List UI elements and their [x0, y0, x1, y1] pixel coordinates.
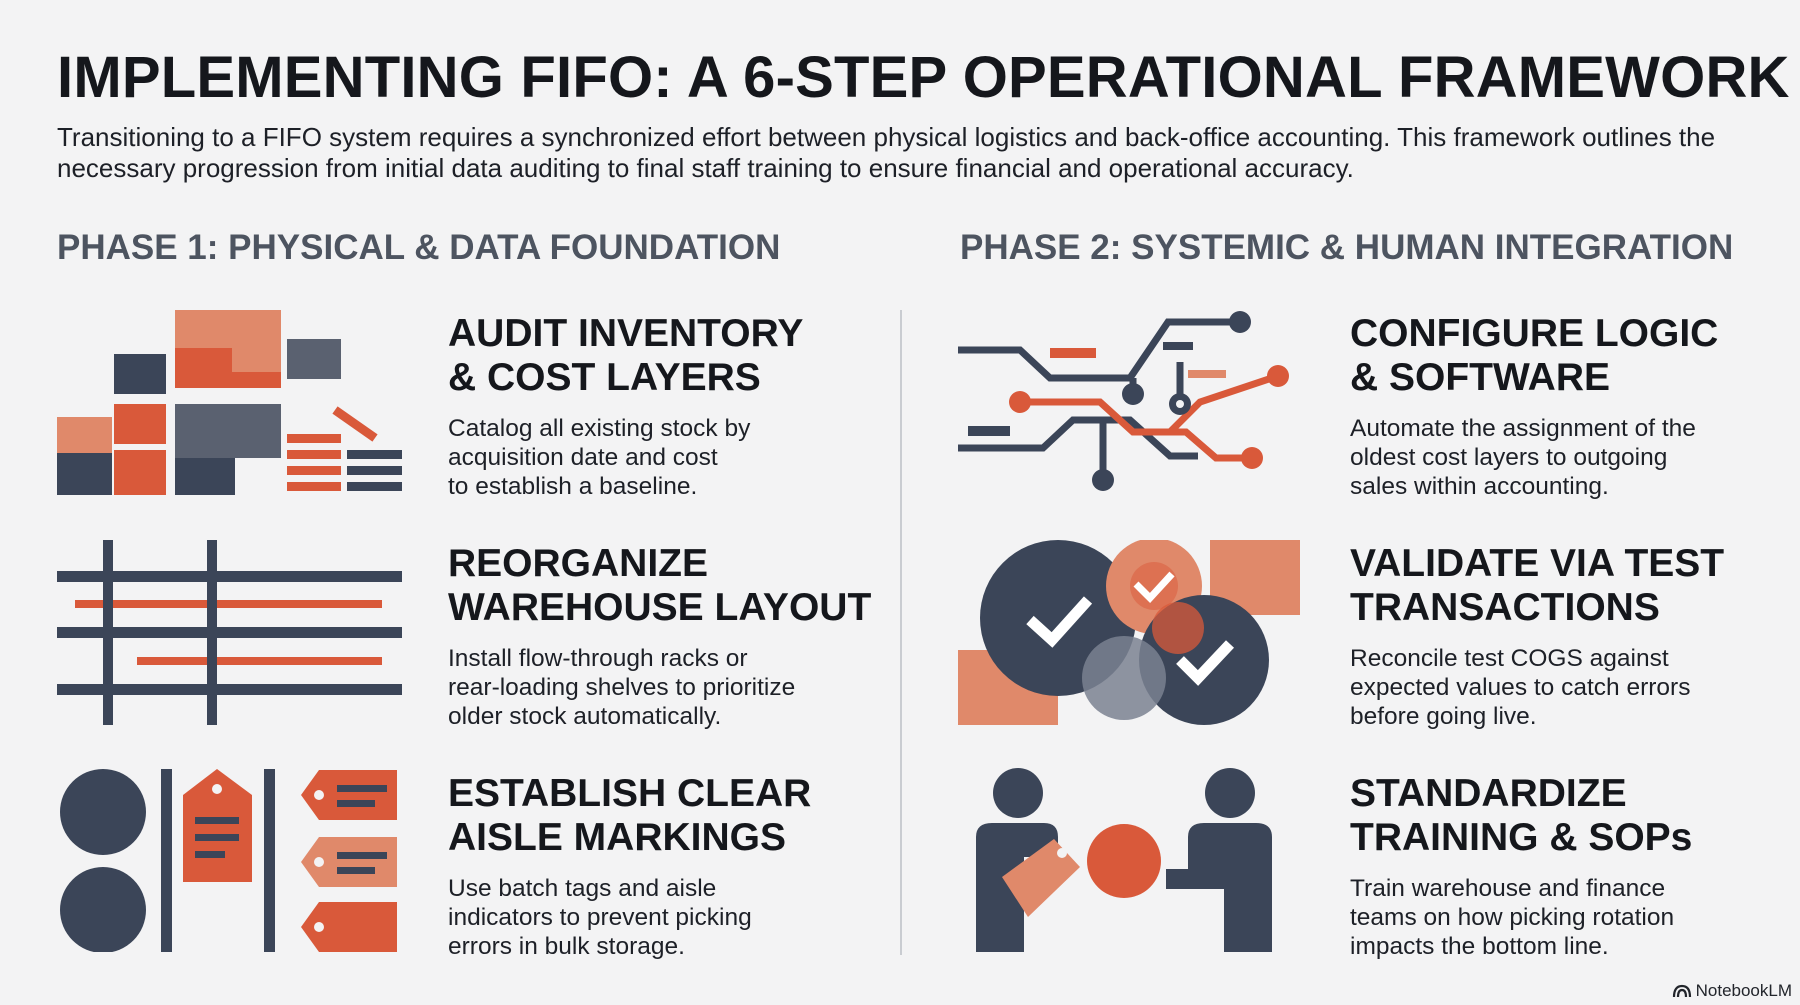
step-title: VALIDATE VIA TEST TRANSACTIONS: [1350, 542, 1725, 629]
step-title: AUDIT INVENTORY & COST LAYERS: [448, 312, 804, 399]
step-title: ESTABLISH CLEAR AISLE MARKINGS: [448, 772, 812, 859]
circuit-logic-icon: [958, 311, 1289, 491]
page-subtitle: Transitioning to a FIFO system requires …: [57, 122, 1716, 183]
step-standardize-training: STANDARDIZE TRAINING & SOPs Train wareho…: [1350, 772, 1770, 961]
step-title: REORGANIZE WAREHOUSE LAYOUT: [448, 542, 872, 629]
people-handoff-icon: [976, 768, 1272, 952]
brand-watermark: NotebookLM: [1672, 981, 1792, 1001]
step-title: STANDARDIZE TRAINING & SOPs: [1350, 772, 1693, 859]
step-description: Use batch tags and aisle indicators to p…: [448, 875, 752, 960]
phase-1-heading: PHASE 1: PHYSICAL & DATA FOUNDATION: [57, 228, 781, 267]
step-description: Reconcile test COGS against expected val…: [1350, 645, 1691, 730]
aisle-tags-icon: [60, 769, 397, 952]
step-description: Install flow-through racks or rear-loadi…: [448, 645, 796, 730]
page-title: IMPLEMENTING FIFO: A 6-STEP OPERATIONAL …: [57, 45, 1790, 110]
phase-divider: [900, 310, 902, 955]
step-description: Train warehouse and finance teams on how…: [1350, 875, 1675, 960]
step-validate-transactions: VALIDATE VIA TEST TRANSACTIONS Reconcile…: [1350, 542, 1770, 731]
step-description: Automate the assignment of the oldest co…: [1350, 415, 1696, 500]
warehouse-racks-icon: [57, 540, 402, 725]
step-aisle-markings: ESTABLISH CLEAR AISLE MARKINGS Use batch…: [448, 772, 848, 961]
step-description: Catalog all existing stock by acquisitio…: [448, 415, 751, 500]
brand-label: NotebookLM: [1695, 981, 1792, 1000]
step-audit-inventory: AUDIT INVENTORY & COST LAYERS Catalog al…: [448, 312, 848, 501]
checkmark-circles-icon: [958, 540, 1300, 725]
step-reorganize-warehouse: REORGANIZE WAREHOUSE LAYOUT Install flow…: [448, 542, 893, 731]
step-title: CONFIGURE LOGIC & SOFTWARE: [1350, 312, 1719, 399]
inventory-blocks-icon: [57, 310, 402, 495]
phase-2-heading: PHASE 2: SYSTEMIC & HUMAN INTEGRATION: [960, 228, 1734, 267]
step-configure-logic: CONFIGURE LOGIC & SOFTWARE Automate the …: [1350, 312, 1770, 501]
notebooklm-logo-icon: [1672, 984, 1691, 998]
